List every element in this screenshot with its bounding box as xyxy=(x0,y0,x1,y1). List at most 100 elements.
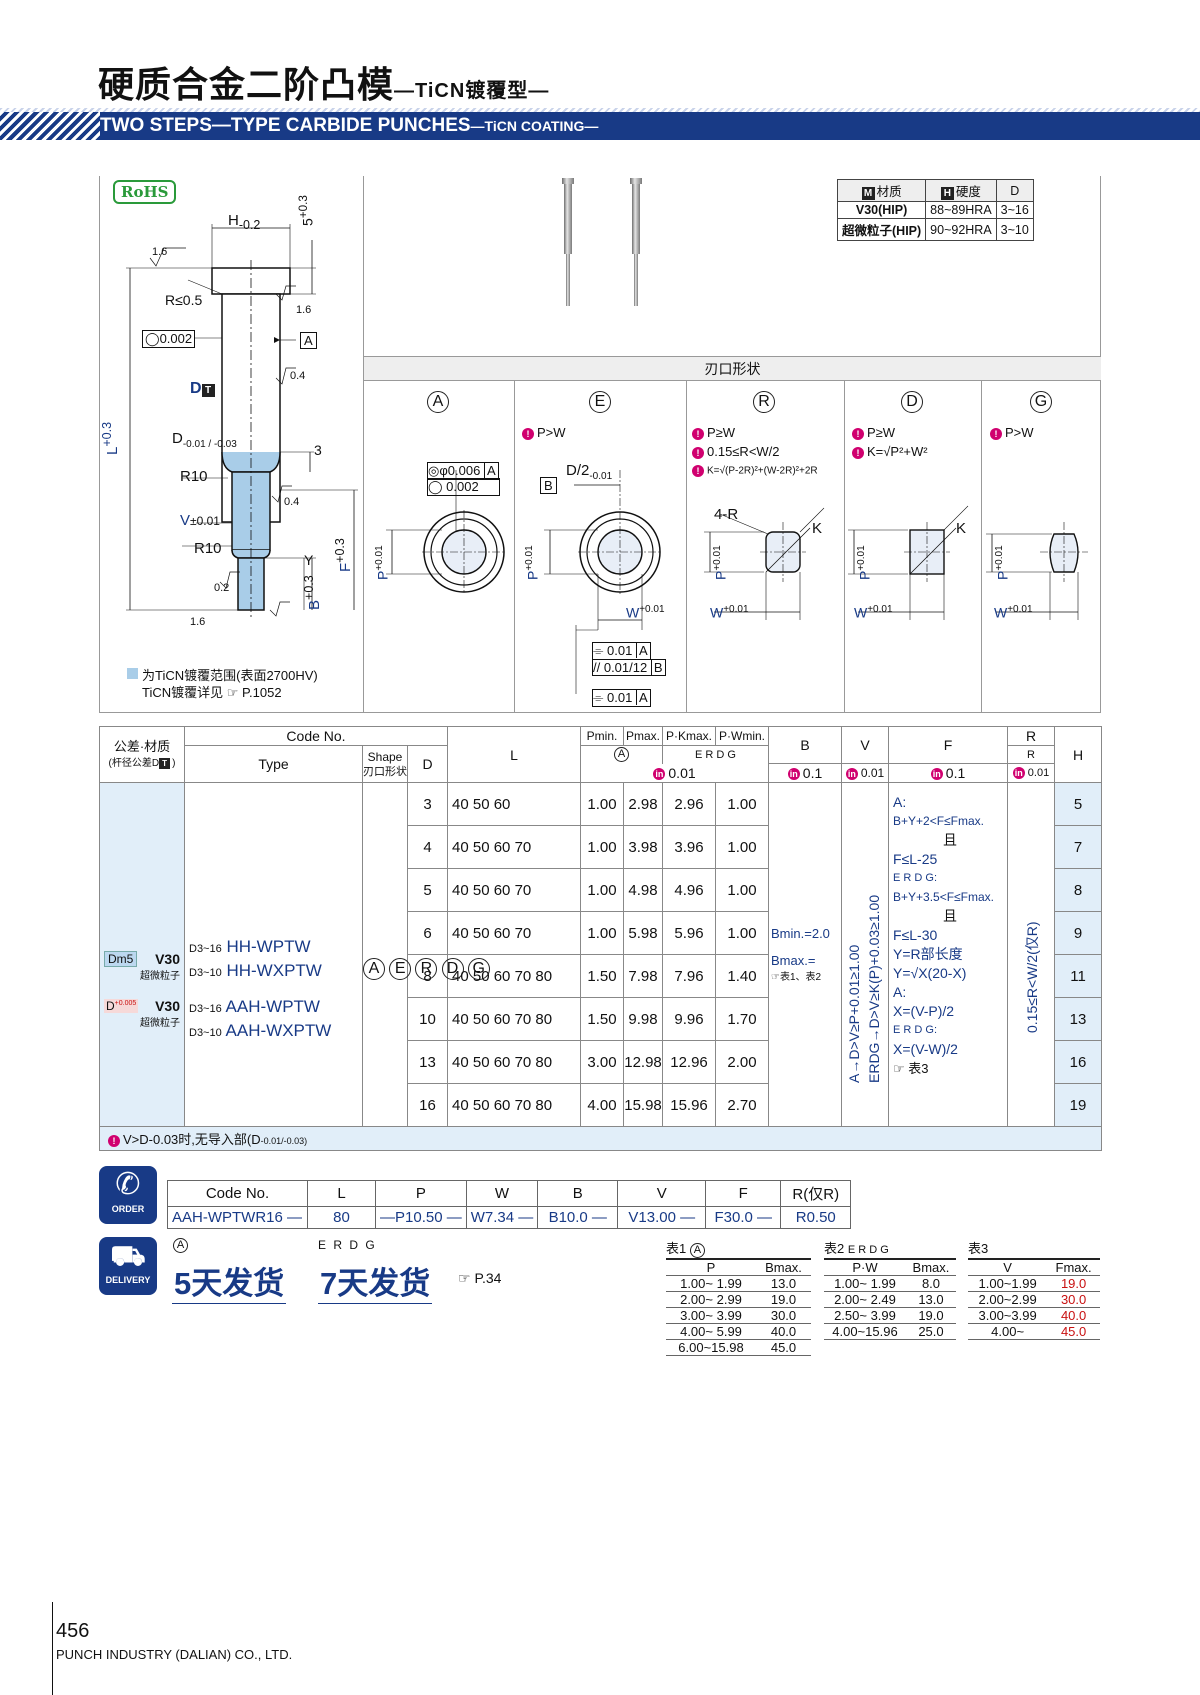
shape-d-p: P+0.01 xyxy=(856,545,873,580)
shape-r-p: P+0.01 xyxy=(712,545,729,580)
coat-detail-link[interactable]: P.1052 xyxy=(242,685,282,700)
sub-a: A xyxy=(580,745,664,764)
row-l-16: 40 50 60 70 80 xyxy=(447,1083,582,1127)
shape-divider-4 xyxy=(981,381,982,713)
t3-r3-v: 3.00~3.99 xyxy=(968,1307,1048,1324)
product-photo xyxy=(562,178,642,306)
shape-e-parallel: // 0.01/12 B xyxy=(592,659,666,676)
shape-d-w: W+0.01 xyxy=(854,604,893,621)
col-type: Type xyxy=(184,745,363,783)
type-hh-wxptw[interactable]: D3~10 HH-WXPTW xyxy=(189,960,322,980)
mat-v30-b: V30 xyxy=(155,997,180,1014)
col-pmax: Pmax. xyxy=(623,726,664,746)
mat-row-2-d: 3~10 xyxy=(995,218,1034,241)
tol-mat-cell: Dm5 V30 超微粒子 D+0.005 V30 超微粒子 xyxy=(99,782,185,1127)
shape-g-p: P+0.01 xyxy=(994,545,1011,580)
coat-detail-text: TiCN镀覆详见 ☞ P.1052 xyxy=(142,685,282,700)
shape-divider-3 xyxy=(844,381,845,713)
shape-e-datum-b: B xyxy=(540,477,557,494)
shape-g-note-1: !P>W xyxy=(990,425,1034,440)
col-v: V xyxy=(841,726,890,764)
row-l-5: 40 50 60 70 xyxy=(447,868,582,912)
delivery-shape-a: A xyxy=(173,1238,188,1253)
grind-04-b: 0.4 xyxy=(284,496,300,508)
shape-cell: A E R D G xyxy=(362,782,490,1127)
grind-16-a: 1.6 xyxy=(152,246,168,258)
shape-a-runout: ◎φ0.006 A xyxy=(427,462,499,480)
f-table-link[interactable]: 表3 xyxy=(908,1061,929,1076)
shape-d-k: K xyxy=(956,520,967,537)
mat-v30-a: V30 xyxy=(155,950,180,967)
row-h-8: 11 xyxy=(1054,954,1103,998)
sub-r: R xyxy=(1007,745,1056,764)
row-h-10: 13 xyxy=(1054,997,1103,1041)
type-cell: D3~16 HH-WPTW D3~10 HH-WXPTW D3~16 AAH-W… xyxy=(184,782,363,1127)
dim-v: V±0.01 xyxy=(180,512,220,529)
shape-e-flat-2: ⌯ 0.01 A xyxy=(592,689,651,707)
delivery-7day: 7天发货 xyxy=(318,1258,433,1304)
t2-h-b: Bmax. xyxy=(905,1258,956,1276)
col-h: H xyxy=(1054,726,1103,783)
t3-r4-f: 45.0 xyxy=(1047,1323,1100,1340)
type-aah-wxptw[interactable]: D3~10 AAH-WXPTW xyxy=(189,1020,332,1040)
shape-opt-a[interactable]: A xyxy=(363,957,385,980)
shape-d-label: D xyxy=(901,391,923,413)
dim-five: 5+0.3 xyxy=(297,195,316,226)
col-d: D xyxy=(406,745,449,783)
grind-04-a: 0.4 xyxy=(290,370,306,382)
page-title: 硬质合金二阶凸模—TiCN镀覆型— xyxy=(98,64,550,105)
row-pk-10: 9.96 xyxy=(662,997,717,1041)
row-pmin-8: 1.50 xyxy=(580,954,625,998)
shape-d-note-1: !P≥W xyxy=(852,425,895,440)
t1-h-p: P xyxy=(666,1258,757,1276)
row-h-4: 7 xyxy=(1054,825,1103,869)
mat-row-1-d: 3~16 xyxy=(995,201,1034,219)
type-hh-wptw[interactable]: D3~16 HH-WPTW xyxy=(189,936,311,956)
order-v-p: —P10.50 — xyxy=(375,1206,467,1229)
order-example-table: Code No. L P W B V F R(仅R) AAH-WPTWR16 —… xyxy=(167,1180,852,1229)
mat-row-1-name: V30(HIP) xyxy=(836,201,927,219)
col-l: L xyxy=(447,726,582,783)
t1-r5-b: 45.0 xyxy=(756,1339,811,1356)
dim-h: H-0.2 xyxy=(228,212,261,232)
t3-r3-f: 40.0 xyxy=(1047,1307,1100,1324)
dim-y: Y xyxy=(304,552,314,568)
col-f: F xyxy=(888,726,1009,764)
company-name: PUNCH INDUSTRY (DALIAN) CO., LTD. xyxy=(56,1647,293,1662)
row-pw-10: 1.70 xyxy=(715,997,770,1041)
b-table-link[interactable]: 表1、表2 xyxy=(779,972,822,983)
row-pw-4: 1.00 xyxy=(715,825,770,869)
row-pw-6: 1.00 xyxy=(715,911,770,955)
col-pmin: Pmin. xyxy=(580,726,625,746)
t2-r2-b: 13.0 xyxy=(905,1291,956,1308)
radius-r10-b: R10 xyxy=(194,540,222,557)
t1-h-b: Bmax. xyxy=(756,1258,811,1276)
header-hatch xyxy=(0,112,100,140)
t1-r2-b: 19.0 xyxy=(756,1291,811,1308)
mat-row-1-hardness: 88~89HRA xyxy=(925,201,997,219)
row-pmax-5: 4.98 xyxy=(623,868,664,912)
row-d-16: 16 xyxy=(406,1083,449,1127)
row-pk-13: 12.96 xyxy=(662,1040,717,1084)
col-pw: P·Wmin. xyxy=(715,726,770,746)
t1-r4-b: 40.0 xyxy=(756,1323,811,1340)
type-aah-wptw[interactable]: D3~16 AAH-WPTW xyxy=(189,996,320,1016)
delivery-shape-erdg: E R D G xyxy=(318,1238,377,1252)
shape-opt-e[interactable]: E xyxy=(389,957,412,980)
page-number: 456 xyxy=(56,1620,90,1642)
row-d-13: 13 xyxy=(406,1040,449,1084)
t2-r2-pw: 2.00~ 2.49 xyxy=(824,1291,906,1308)
row-pk-6: 5.96 xyxy=(662,911,717,955)
t3-r1-f: 19.0 xyxy=(1047,1275,1100,1292)
shape-d-note-2: !K=√P²+W² xyxy=(852,444,928,459)
delivery-icon: ⛟ DELIVERY xyxy=(99,1237,157,1295)
footer-rule xyxy=(52,1602,53,1695)
order-v-l: 80 xyxy=(307,1206,376,1229)
row-pw-13: 2.00 xyxy=(715,1040,770,1084)
row-pw-3: 1.00 xyxy=(715,782,770,826)
delivery-ref[interactable]: ☞ P.34 xyxy=(458,1270,502,1286)
